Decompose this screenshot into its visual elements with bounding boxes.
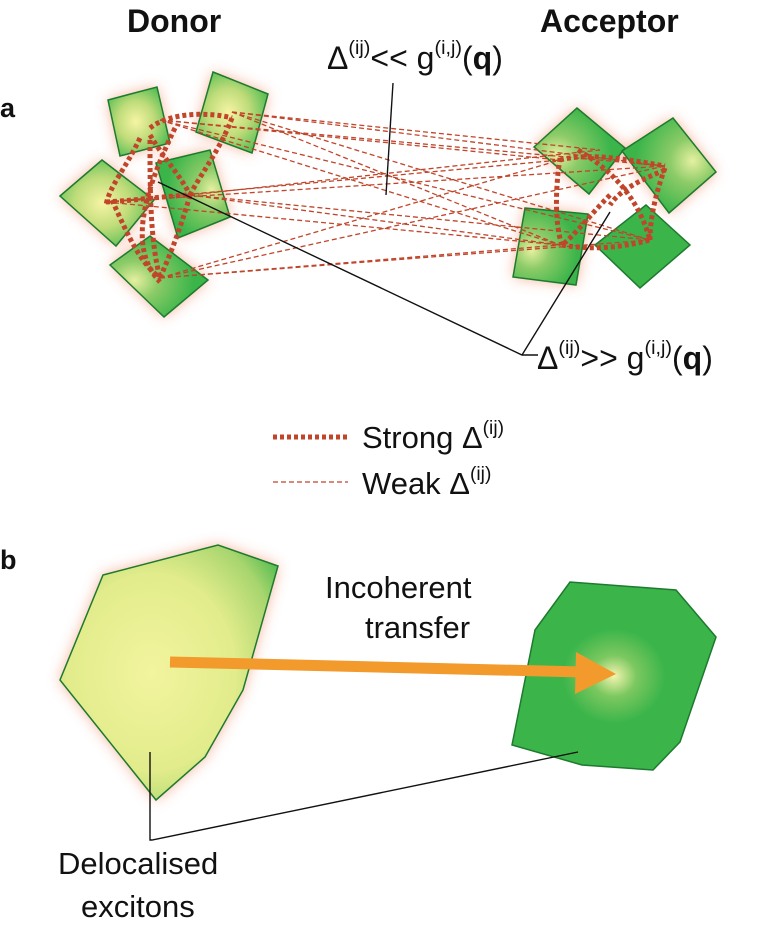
legend-weak-sup: (ij) bbox=[470, 463, 492, 485]
g-symbol: g bbox=[416, 40, 435, 76]
exciton-label-line1: Delocalised bbox=[58, 846, 219, 881]
delta-superscript: (ij) bbox=[558, 337, 581, 360]
panel-letter-a: a bbox=[0, 93, 16, 123]
legend-weak-label: Weak Δ(ij) bbox=[362, 464, 491, 501]
annotation-weak-regime: Δ(ij)<< g(i,j)(q) bbox=[327, 38, 503, 76]
g-superscript: (i,j) bbox=[644, 337, 672, 360]
annotation-strong-regime: Δ(ij)>> g(i,j)(q) bbox=[537, 338, 713, 376]
close-paren: ) bbox=[702, 340, 713, 376]
exciton-label-line2: excitons bbox=[81, 889, 195, 924]
delta-superscript: (ij) bbox=[348, 37, 371, 60]
acceptor-chromophore-3 bbox=[512, 207, 589, 286]
acceptor-chromophore-4 bbox=[593, 204, 692, 290]
delta-symbol: Δ bbox=[537, 340, 559, 376]
legend-strong-sup: (ij) bbox=[482, 417, 504, 439]
legend-strong-text: Strong Δ bbox=[362, 420, 483, 455]
delta-symbol: Δ bbox=[327, 40, 349, 76]
open-paren: ( bbox=[672, 340, 683, 376]
acceptor-label: Acceptor bbox=[540, 3, 679, 39]
q-symbol: q bbox=[472, 40, 493, 76]
acceptor-exciton bbox=[511, 581, 717, 771]
close-paren: ) bbox=[492, 40, 503, 76]
legend-strong-label: Strong Δ(ij) bbox=[362, 418, 504, 455]
strong-couplings bbox=[103, 111, 668, 284]
relation: << bbox=[370, 40, 408, 76]
transfer-label-line1: Incoherent bbox=[325, 570, 472, 605]
g-superscript: (i,j) bbox=[434, 37, 462, 60]
donor-label: Donor bbox=[127, 3, 222, 39]
relation: >> bbox=[580, 340, 618, 376]
donor-exciton bbox=[59, 544, 279, 802]
exciton-leader bbox=[149, 751, 579, 841]
g-symbol: g bbox=[626, 340, 645, 376]
transfer-label-line2: transfer bbox=[365, 610, 471, 645]
annotation-leaders bbox=[157, 82, 611, 356]
panel-letter-b: b bbox=[0, 545, 17, 575]
legend-weak-text: Weak Δ bbox=[362, 466, 471, 501]
q-symbol: q bbox=[682, 340, 703, 376]
open-paren: ( bbox=[462, 40, 473, 76]
acceptor-chromophore-2 bbox=[620, 117, 718, 215]
incoherent-transfer-arrow bbox=[169, 652, 616, 694]
